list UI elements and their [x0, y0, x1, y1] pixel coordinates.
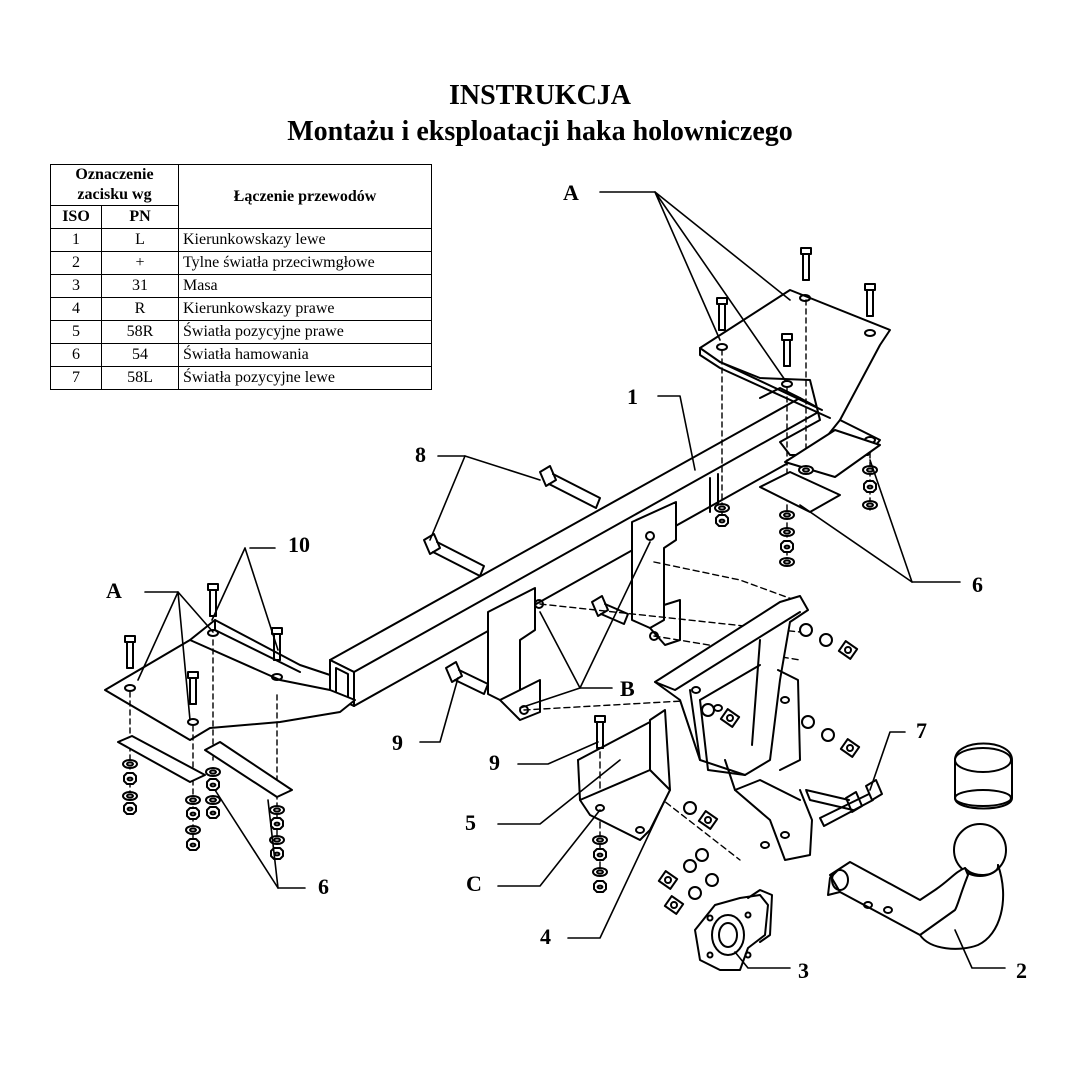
table-row: 7 58L Światła pozycyjne lewe: [50, 366, 432, 390]
label-10: 10: [288, 532, 310, 557]
label-6-bottom: 6: [318, 874, 329, 899]
left-mounting-plate: [104, 619, 356, 741]
label-4: 4: [540, 924, 551, 949]
table-row: 1 L Kierunkowskazy lewe: [50, 228, 432, 252]
label-C: C: [466, 871, 482, 896]
label-3: 3: [798, 958, 809, 983]
label-5: 5: [465, 810, 476, 835]
desc-cell: Tylne światła przeciwmgłowe: [178, 251, 432, 275]
bolt-9-left: [445, 661, 489, 695]
wiring-table: Oznaczenie zacisku wg Łączenie przewodów…: [50, 164, 432, 390]
pn-cell: 54: [101, 343, 179, 367]
bolt-7-lower: [819, 779, 883, 827]
label-9-middle: 9: [489, 750, 500, 775]
table-header-row: Oznaczenie zacisku wg Łączenie przewodów: [50, 164, 432, 229]
socket-plate: [694, 889, 773, 971]
tow-ball-hook: [827, 742, 1013, 950]
pn-cell: L: [101, 228, 179, 252]
document-title: INSTRUKCJA: [448, 80, 632, 111]
label-6-right: 6: [972, 572, 983, 597]
table-row: 2 + Tylne światła przeciwmgłowe: [50, 251, 432, 275]
right-clamp-plates: [759, 429, 881, 513]
table-subheader-row: ISO PN: [50, 205, 432, 229]
pn-cell: 31: [101, 274, 179, 298]
table-row: 3 31 Masa: [50, 274, 432, 298]
pn-cell: +: [101, 251, 179, 275]
hitch-housing: [654, 595, 813, 861]
label-9-left: 9: [392, 730, 403, 755]
desc-cell: Światła pozycyjne lewe: [178, 366, 432, 390]
beam-side-brackets: [487, 501, 681, 721]
table-row: 4 R Kierunkowskazy prawe: [50, 297, 432, 321]
label-7: 7: [916, 718, 927, 743]
label-A-left: A: [106, 578, 122, 603]
label-2: 2: [1016, 958, 1027, 983]
iso-header: ISO: [50, 205, 102, 229]
wire-connection-header: Łączenie przewodów: [178, 164, 432, 229]
bolt-8-upper: [539, 465, 601, 509]
pn-cell: 58R: [101, 320, 179, 344]
label-1: 1: [627, 384, 638, 409]
label-B: B: [620, 676, 635, 701]
document-subtitle: Montażu i eksploatacji haka holowniczego: [287, 116, 793, 147]
label-A-top: A: [563, 180, 579, 205]
desc-cell: Kierunkowskazy prawe: [178, 297, 432, 321]
callout-leaders: [137, 191, 1006, 969]
bolt-8-lower: [423, 533, 485, 577]
table-row: 5 58R Światła pozycyjne prawe: [50, 320, 432, 344]
desc-cell: Kierunkowskazy lewe: [178, 228, 432, 252]
side-plate-c: [577, 709, 671, 841]
left-clamp-plates: [117, 735, 293, 798]
right-mounting-plate: [699, 289, 891, 456]
iso-cell: 4: [50, 297, 102, 321]
label-8: 8: [415, 442, 426, 467]
housing-fasteners: [657, 623, 861, 915]
terminal-designation-header: Oznaczenie zacisku wg: [50, 164, 179, 206]
iso-cell: 7: [50, 366, 102, 390]
desc-cell: Światła pozycyjne prawe: [178, 320, 432, 344]
pn-cell: 58L: [101, 366, 179, 390]
